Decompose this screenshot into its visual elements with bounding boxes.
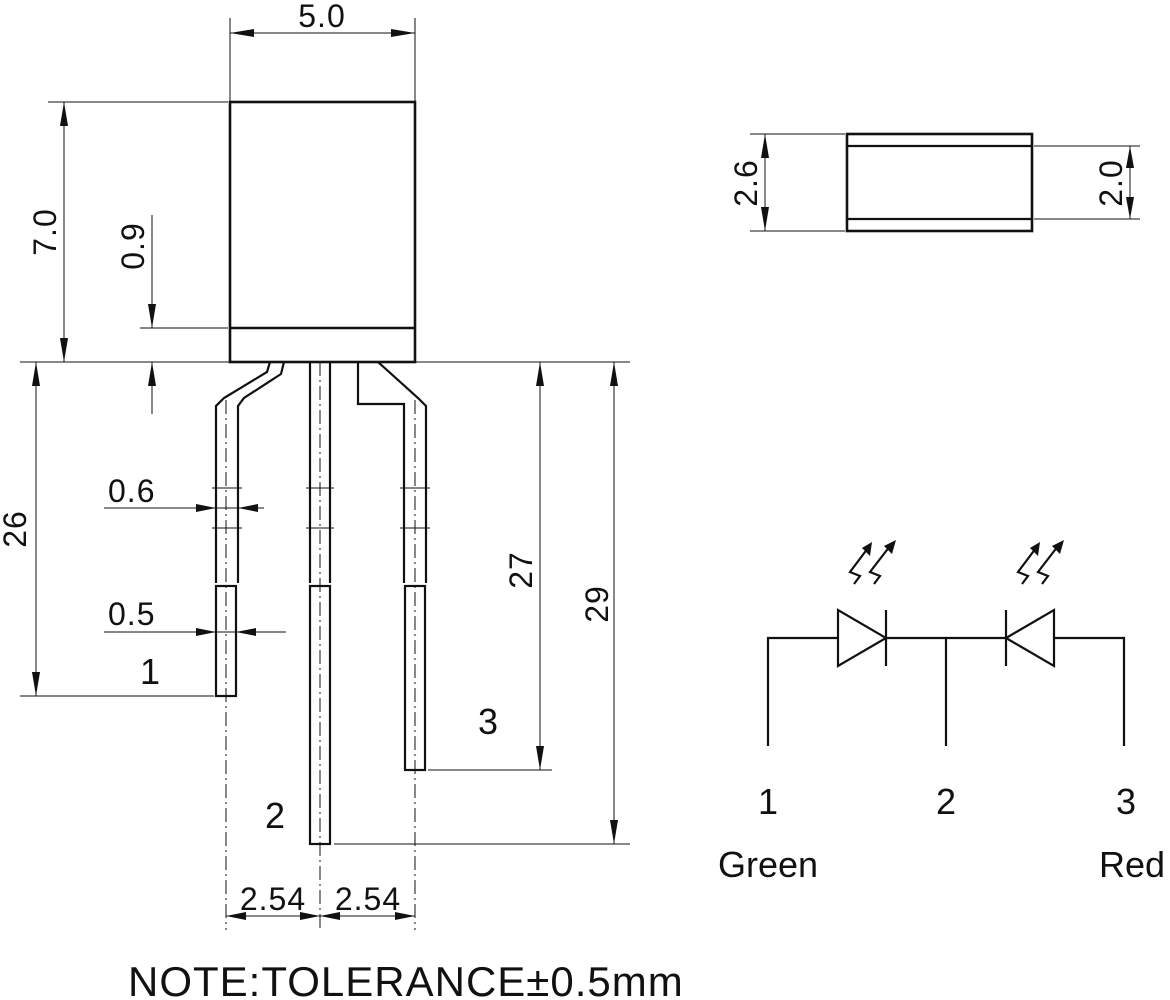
dimension-label-side-inner-height: 2.0 bbox=[1093, 159, 1129, 206]
dimension-label-lead-length-pin3: 27 bbox=[503, 551, 539, 589]
dimension-label-body-height: 7.0 bbox=[27, 208, 63, 255]
pin-label-2: 2 bbox=[265, 795, 285, 836]
dimension-flange-height: 0.9 bbox=[115, 215, 228, 414]
dimension-pitch: 2.54 2.54 bbox=[226, 881, 415, 920]
lead-pin3 bbox=[356, 361, 430, 930]
dimension-label-lead-width-upper: 0.6 bbox=[108, 473, 155, 509]
schematic-color-red: Red bbox=[1099, 844, 1165, 885]
schematic-color-green: Green bbox=[718, 844, 818, 885]
dimension-label-lead-width-lower: 0.5 bbox=[108, 596, 155, 632]
led-body-front-view bbox=[228, 100, 417, 364]
green-led-light-arrows-icon bbox=[848, 540, 896, 585]
schematic-pin-label-2: 2 bbox=[936, 781, 956, 822]
schematic-pin-label-1: 1 bbox=[758, 781, 778, 822]
dimension-lead-length-pin2: 29 bbox=[334, 362, 630, 845]
dimension-label-lead-length-pin1: 26 bbox=[0, 510, 33, 548]
dimension-lead-width-lower: 0.5 bbox=[104, 596, 286, 636]
dimension-side-outer-height: 2.6 bbox=[728, 133, 845, 232]
pin-label-1: 1 bbox=[140, 651, 160, 692]
dimension-side-inner-height: 2.0 bbox=[1034, 145, 1140, 220]
led-side-view bbox=[845, 132, 1034, 233]
schematic-wires bbox=[766, 636, 1126, 746]
dimension-label-pitch-left: 2.54 bbox=[240, 881, 306, 917]
dimension-body-width: 5.0 bbox=[229, 0, 416, 102]
red-led-symbol bbox=[1003, 540, 1064, 668]
green-led-symbol bbox=[836, 540, 896, 668]
schematic-pin-label-3: 3 bbox=[1116, 781, 1136, 822]
tolerance-note: NOTE:TOLERANCE±0.5mm bbox=[128, 958, 684, 1000]
dimension-label-side-outer-height: 2.6 bbox=[728, 159, 764, 206]
dimension-label-pitch-right: 2.54 bbox=[335, 881, 401, 917]
dimension-label-lead-length-pin2: 29 bbox=[579, 585, 615, 623]
lead-pin1 bbox=[212, 361, 286, 930]
dimension-lead-length-pin3: 27 bbox=[428, 362, 552, 771]
pin-label-3: 3 bbox=[478, 701, 498, 742]
dimension-lead-width-upper: 0.6 bbox=[104, 473, 264, 512]
dimension-body-height: 7.0 bbox=[27, 101, 228, 362]
dimension-label-flange-height: 0.9 bbox=[115, 222, 151, 269]
lead-pin2 bbox=[306, 362, 334, 930]
red-led-light-arrows-icon bbox=[1016, 540, 1064, 585]
dimension-lead-length-pin1: 26 bbox=[0, 362, 214, 697]
dimension-label-body-width: 5.0 bbox=[298, 0, 345, 34]
